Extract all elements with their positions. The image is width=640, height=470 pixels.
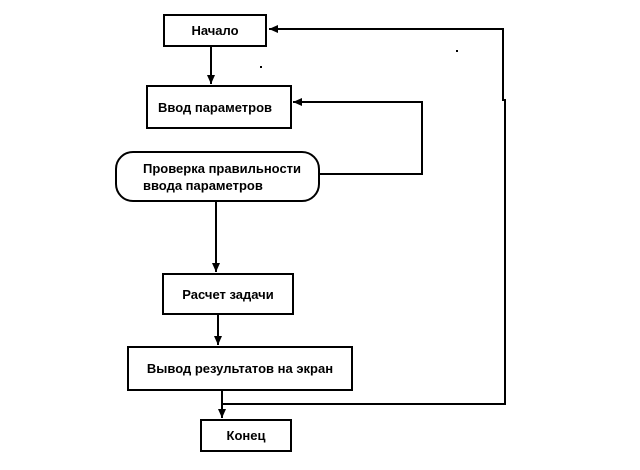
check-params-label-line2: ввода параметров [143, 177, 263, 193]
start-label: Начало [191, 23, 239, 38]
start-node: Начало [163, 14, 267, 47]
arrow-check-loop-to-input [293, 98, 423, 175]
compute-label: Расчет задачи [182, 286, 274, 302]
end-label: Конец [226, 428, 266, 443]
stray-dot [456, 50, 458, 52]
compute-node: Расчет задачи [162, 273, 294, 315]
end-node: Конец [200, 419, 292, 452]
input-params-label: Ввод параметров [158, 99, 273, 115]
output-label: Вывод результатов на экран [146, 361, 334, 376]
check-params-label-line1: Проверка правильности [143, 160, 302, 176]
stray-dot [260, 66, 262, 68]
input-params-node: Ввод параметров [146, 85, 292, 129]
output-node: Вывод результатов на экран [127, 346, 353, 391]
check-params-node: Проверка правильности ввода параметров [115, 151, 320, 202]
arrow-end-loop-to-start [222, 25, 506, 405]
